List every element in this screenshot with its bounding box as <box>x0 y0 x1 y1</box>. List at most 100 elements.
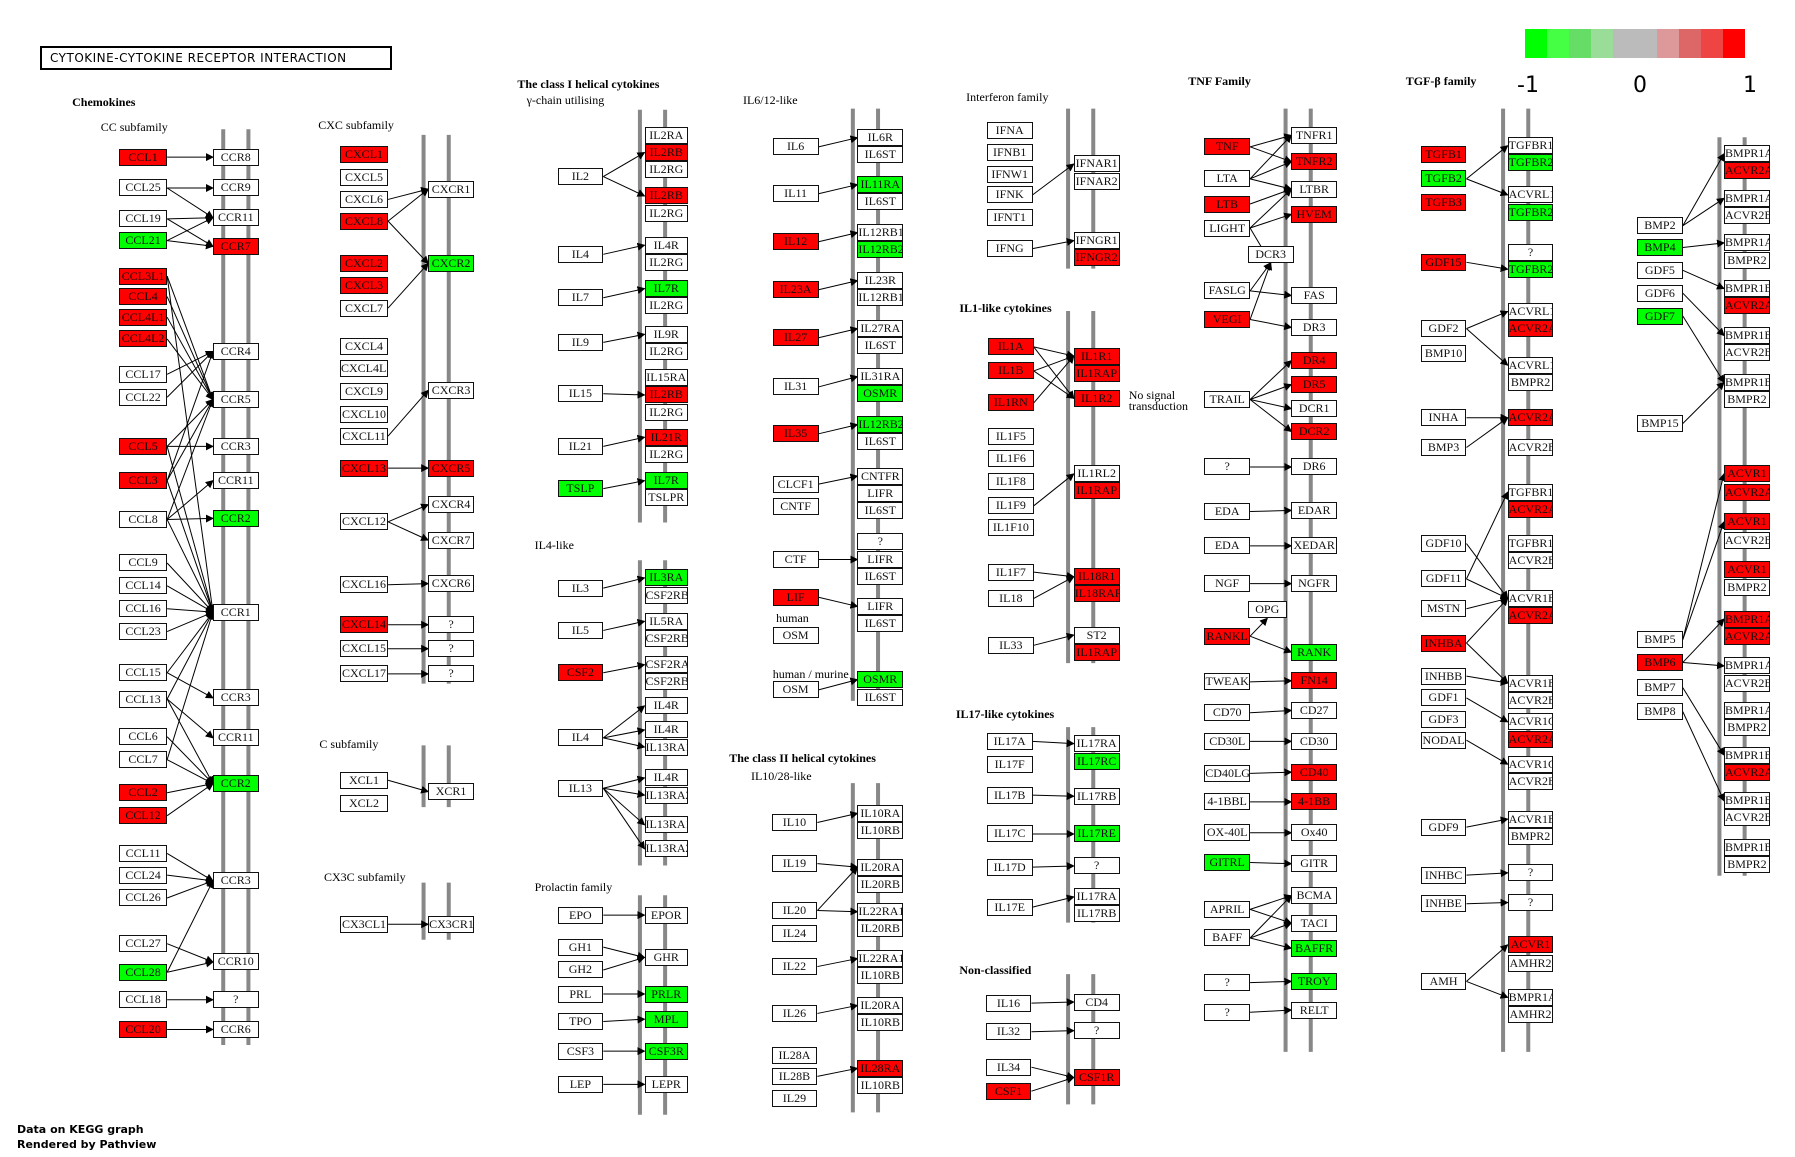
gene-node[interactable]: VEGI <box>1204 310 1251 328</box>
gene-node[interactable]: IL1R1 <box>1073 347 1120 365</box>
gene-node[interactable]: IL5RA <box>644 612 688 630</box>
gene-node[interactable]: IL12RB2 <box>857 416 904 434</box>
gene-node[interactable]: CXCL5 <box>339 169 389 187</box>
gene-node[interactable]: IL19 <box>771 855 818 873</box>
gene-node[interactable]: RELT <box>1291 1001 1338 1019</box>
gene-node[interactable]: GDF11 <box>1420 570 1467 588</box>
gene-node[interactable]: INHA <box>1420 409 1467 427</box>
gene-node[interactable]: PRL <box>557 985 604 1003</box>
gene-node[interactable]: BAFF <box>1204 929 1251 947</box>
gene-node[interactable]: IL2RG <box>644 342 688 360</box>
gene-node[interactable]: CXCL2 <box>339 254 389 272</box>
gene-node[interactable]: TGFBR2 <box>1507 260 1554 278</box>
gene-node[interactable]: IL13 <box>557 779 604 797</box>
gene-node[interactable]: ACVR1B <box>1507 589 1554 607</box>
gene-node[interactable]: IL6 <box>772 138 819 156</box>
gene-node[interactable]: DR6 <box>1291 458 1338 476</box>
gene-node[interactable]: GITRL <box>1204 854 1251 872</box>
gene-node[interactable]: IL29 <box>771 1089 818 1107</box>
gene-node[interactable]: CCR9 <box>212 179 259 197</box>
gene-node[interactable]: ? <box>1507 864 1554 882</box>
gene-node[interactable]: GDF6 <box>1637 284 1683 302</box>
gene-node[interactable]: CXCL7 <box>339 299 389 317</box>
gene-node[interactable]: IL6ST <box>857 501 904 519</box>
gene-node[interactable]: GH1 <box>557 938 604 956</box>
gene-node[interactable]: BMP15 <box>1637 415 1683 432</box>
gene-node[interactable]: TGFBR1 <box>1507 535 1554 553</box>
gene-node[interactable]: CCR10 <box>212 953 259 971</box>
gene-node[interactable]: LEP <box>557 1075 604 1093</box>
gene-node[interactable]: BMPR1A <box>1724 657 1770 675</box>
gene-node[interactable]: GDF2 <box>1420 320 1467 338</box>
gene-node[interactable]: CXCR4 <box>428 496 474 514</box>
gene-node[interactable]: IL6ST <box>857 615 904 633</box>
gene-node[interactable]: IL17D <box>986 858 1033 876</box>
gene-node[interactable]: IL2RB <box>644 144 688 162</box>
gene-node[interactable]: INHBE <box>1420 895 1467 913</box>
gene-node[interactable]: CSF2 <box>557 664 604 682</box>
gene-node[interactable]: TGFBR1 <box>1507 483 1554 501</box>
gene-node[interactable]: CCR4 <box>212 342 259 360</box>
gene-node[interactable]: IL4R <box>644 769 688 787</box>
gene-node[interactable]: BMPR2 <box>1507 827 1554 845</box>
gene-node[interactable]: CCL26 <box>119 889 168 907</box>
gene-node[interactable]: BMP5 <box>1637 631 1683 649</box>
gene-node[interactable]: CCL12 <box>119 807 168 825</box>
gene-node[interactable]: LTB <box>1204 195 1251 213</box>
gene-node[interactable]: FN14 <box>1291 672 1338 690</box>
gene-node[interactable]: IL17F <box>986 755 1033 773</box>
gene-node[interactable]: ACVR2A <box>1724 763 1770 781</box>
gene-node[interactable]: BMPR1A <box>1724 234 1770 252</box>
gene-node[interactable]: IFNGR2 <box>1073 249 1120 267</box>
gene-node[interactable]: CSF1 <box>985 1082 1032 1100</box>
gene-node[interactable]: BMP6 <box>1637 653 1683 671</box>
gene-node[interactable]: IL17RB <box>1073 905 1120 923</box>
gene-node[interactable]: IL13RA1 <box>644 816 688 834</box>
gene-node[interactable]: DR3 <box>1291 318 1338 336</box>
gene-node[interactable]: IL1A <box>987 338 1034 356</box>
gene-node[interactable]: Ox40 <box>1291 824 1338 842</box>
gene-node[interactable]: NGF <box>1204 575 1251 593</box>
gene-node[interactable]: IL16 <box>985 994 1032 1012</box>
gene-node[interactable]: ACVRL1 <box>1507 302 1554 320</box>
gene-node[interactable]: CCL28 <box>119 963 168 981</box>
gene-node[interactable]: ? <box>1204 1003 1251 1021</box>
gene-node[interactable]: IL4 <box>557 245 604 263</box>
gene-node[interactable]: EDA <box>1204 537 1251 555</box>
gene-node[interactable]: BMP4 <box>1637 238 1683 256</box>
gene-node[interactable]: ACVR2B <box>1724 531 1770 549</box>
gene-node[interactable]: IL2RA <box>644 126 688 144</box>
gene-node[interactable]: TPO <box>557 1012 604 1030</box>
gene-node[interactable]: CCL27 <box>119 935 168 953</box>
gene-node[interactable]: TNF <box>1204 138 1251 156</box>
gene-node[interactable]: CLCF1 <box>772 475 819 493</box>
gene-node[interactable]: 4-1BBL <box>1204 793 1251 811</box>
gene-node[interactable]: DR4 <box>1291 352 1338 370</box>
gene-node[interactable]: TGFBR2 <box>1507 154 1554 172</box>
gene-node[interactable]: GH2 <box>557 961 604 979</box>
gene-node[interactable]: IL3 <box>557 579 604 597</box>
gene-node[interactable]: IL1F7 <box>987 563 1034 581</box>
gene-node[interactable]: TROY <box>1291 972 1338 990</box>
gene-node[interactable]: IL6ST <box>857 689 904 707</box>
gene-node[interactable]: CCR11 <box>212 729 259 747</box>
gene-node[interactable]: BAFFR <box>1291 939 1338 957</box>
gene-node[interactable]: IL1F9 <box>987 497 1034 515</box>
gene-node[interactable]: IL13RA1 <box>644 738 688 756</box>
gene-node[interactable]: BMPR2 <box>1507 373 1554 391</box>
gene-node[interactable]: IL22 <box>771 958 818 976</box>
gene-node[interactable]: ACVR2B <box>1507 691 1554 709</box>
gene-node[interactable]: IL33 <box>987 636 1034 654</box>
gene-node[interactable]: IL4R <box>644 721 688 739</box>
gene-node[interactable]: ? <box>1507 894 1554 912</box>
gene-node[interactable]: IL6ST <box>857 193 904 211</box>
gene-node[interactable]: ACVR2A <box>1724 162 1770 180</box>
gene-node[interactable]: IL2RG <box>644 403 688 421</box>
gene-node[interactable]: IL7R <box>644 472 688 490</box>
gene-node[interactable]: IL1RAP <box>1073 364 1120 382</box>
gene-node[interactable]: IFNB1 <box>986 144 1033 162</box>
gene-node[interactable]: INHBC <box>1420 866 1467 884</box>
gene-node[interactable]: BMPR2 <box>1724 856 1770 874</box>
gene-node[interactable]: BMPR1B <box>1724 326 1770 344</box>
gene-node[interactable]: OX-40L <box>1204 824 1251 842</box>
